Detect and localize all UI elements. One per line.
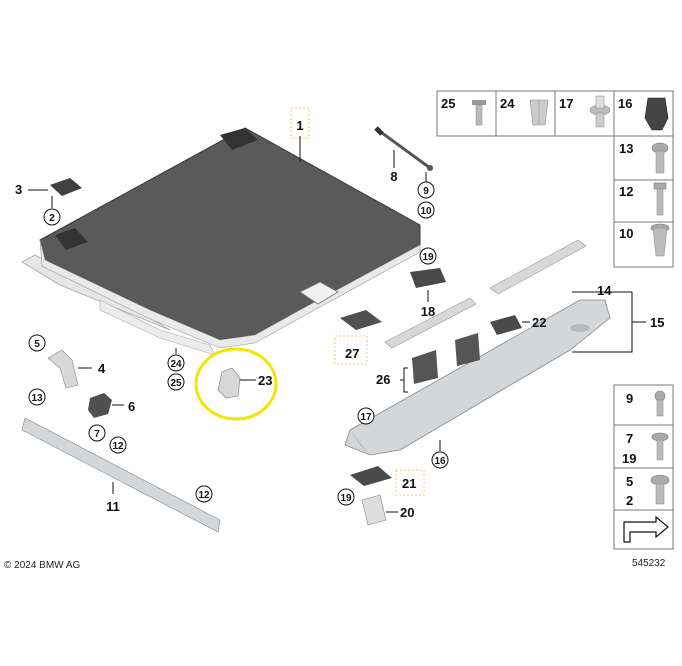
rail-part-11[interactable] [21, 417, 221, 533]
label-19[interactable]: 19 [422, 252, 434, 263]
cover-part-21[interactable] [350, 466, 392, 486]
table-label-24[interactable]: 24 [500, 96, 515, 111]
label-14[interactable]: 14 [597, 283, 612, 298]
table-label-16[interactable]: 16 [618, 96, 632, 111]
label-12b[interactable]: 12 [198, 490, 210, 501]
table-label-5[interactable]: 5 [626, 474, 633, 489]
label-24[interactable]: 24 [170, 359, 182, 370]
screw-12-icon [653, 182, 667, 216]
label-12a[interactable]: 12 [112, 441, 124, 452]
strut-part-8[interactable] [374, 126, 433, 171]
label-4[interactable]: 4 [98, 361, 106, 376]
label-13[interactable]: 13 [31, 393, 43, 404]
label-11[interactable]: 11 [106, 499, 120, 514]
label-21[interactable]: 21 [402, 476, 416, 491]
table-label-17[interactable]: 17 [559, 96, 573, 111]
table-label-2[interactable]: 2 [626, 493, 633, 508]
label-19b[interactable]: 19 [340, 493, 352, 504]
clip-17-icon [589, 95, 611, 128]
table-label-9[interactable]: 9 [626, 391, 633, 406]
nut-16-icon [644, 97, 669, 131]
label-16[interactable]: 16 [434, 456, 446, 467]
label-25[interactable]: 25 [170, 378, 182, 389]
label-1[interactable]: 1 [296, 118, 303, 133]
cover-part-6[interactable] [88, 393, 112, 418]
label-10[interactable]: 10 [420, 206, 432, 217]
label-8[interactable]: 8 [390, 169, 397, 184]
bracket-part-18[interactable] [410, 268, 446, 288]
rivet-25-icon [472, 100, 486, 126]
trim-strip-part-14a[interactable] [489, 239, 587, 295]
sill-trim-part-16[interactable] [344, 299, 611, 456]
label-6[interactable]: 6 [128, 399, 135, 414]
label-22[interactable]: 22 [532, 315, 546, 330]
screw-5-icon [650, 474, 670, 505]
cover-part-26[interactable] [412, 333, 480, 384]
label-23[interactable]: 23 [258, 373, 272, 388]
label-9[interactable]: 9 [423, 186, 429, 197]
label-3[interactable]: 3 [15, 182, 22, 197]
screw-7-icon [651, 432, 669, 461]
label-15[interactable]: 15 [650, 315, 664, 330]
label-20[interactable]: 20 [400, 505, 414, 520]
diagram-number: 545232 [632, 558, 666, 569]
label-26[interactable]: 26 [376, 372, 390, 387]
table-label-13[interactable]: 13 [619, 141, 633, 156]
highlight-circle [194, 347, 278, 421]
screw-13-icon [651, 142, 669, 174]
table-label-25[interactable]: 25 [441, 96, 455, 111]
bracket-part-23[interactable] [217, 367, 241, 399]
label-2[interactable]: 2 [49, 213, 55, 224]
fastener-table [436, 90, 674, 268]
set-arrow-icon [623, 515, 669, 543]
trim-strip-part-14b[interactable] [384, 297, 477, 349]
floor-board-part-1[interactable] [21, 127, 421, 356]
label-18[interactable]: 18 [421, 304, 435, 319]
clip-part-3[interactable] [50, 178, 82, 196]
label-27[interactable]: 27 [345, 346, 359, 361]
cover-part-27[interactable] [340, 310, 382, 330]
label-5[interactable]: 5 [34, 339, 40, 350]
label-17[interactable]: 17 [360, 412, 372, 423]
cover-part-22[interactable] [490, 315, 522, 335]
copyright-text: © 2024 BMW AG [4, 560, 81, 571]
nut-10-icon [650, 223, 670, 257]
bracket-part-4[interactable] [47, 349, 79, 389]
table-label-10[interactable]: 10 [619, 226, 633, 241]
table-label-7[interactable]: 7 [626, 431, 633, 446]
table-label-19[interactable]: 19 [622, 451, 636, 466]
bracket-part-20[interactable] [361, 494, 387, 526]
label-7[interactable]: 7 [94, 429, 100, 440]
ballstud-9-icon [654, 390, 666, 417]
table-label-12[interactable]: 12 [619, 184, 633, 199]
clip-24-icon [529, 99, 549, 126]
